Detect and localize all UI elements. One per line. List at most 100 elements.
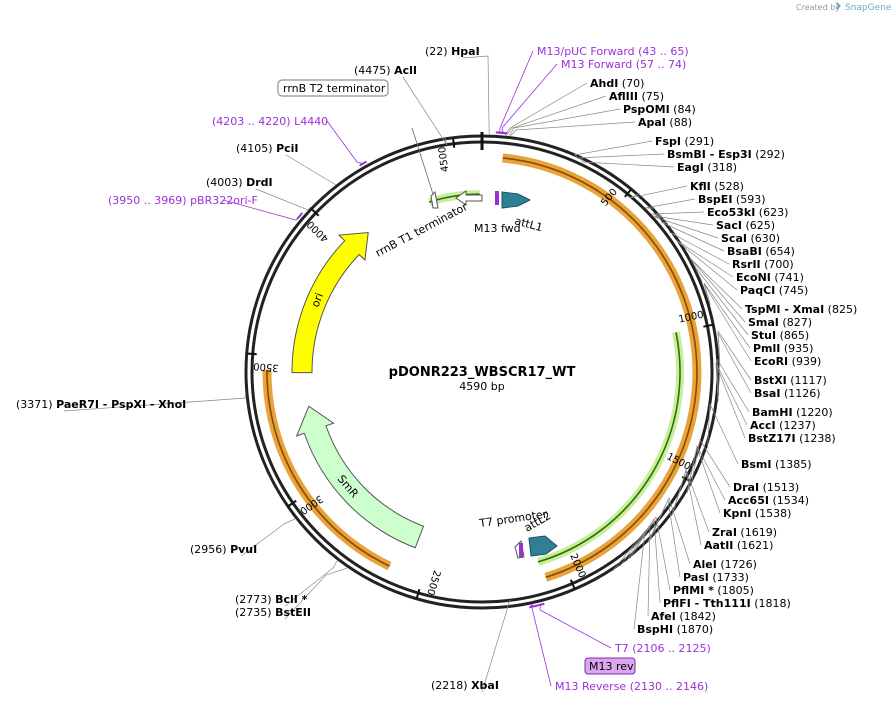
- restriction-site-label[interactable]: ApaI (88): [638, 116, 692, 129]
- site-leader-line: [574, 152, 665, 159]
- restriction-site-label[interactable]: BamHI (1220): [752, 406, 833, 419]
- restriction-site-label[interactable]: PmlI (935): [753, 342, 813, 355]
- m13-rev-box[interactable]: M13 rev: [584, 657, 636, 675]
- restriction-site-label[interactable]: (2218) XbaI: [431, 679, 499, 692]
- restriction-site-label[interactable]: (2956) PvuI: [190, 543, 257, 556]
- brand-text: SnapGene: [845, 3, 892, 13]
- site-leader-line: [462, 55, 490, 135]
- restriction-site-label[interactable]: BsaI (1126): [754, 387, 821, 400]
- primer-label[interactable]: M13 Reverse (2130 .. 2146): [555, 680, 708, 693]
- restriction-site-label[interactable]: Eco53kI (623): [707, 206, 788, 219]
- restriction-site-label[interactable]: SacI (625): [716, 219, 775, 232]
- restriction-site-label[interactable]: AatII (1621): [704, 539, 773, 552]
- credit-text: Created by: [796, 3, 840, 12]
- attl2-marker[interactable]: [528, 535, 558, 557]
- site-position: (1385): [772, 458, 812, 471]
- restriction-site-label[interactable]: AccI (1237): [750, 419, 816, 432]
- restriction-site-label[interactable]: (2735) BstEII: [235, 606, 311, 619]
- site-name: TspMI - XmaI: [745, 303, 824, 316]
- restriction-site-label[interactable]: AflIII (75): [609, 90, 664, 103]
- restriction-site-label[interactable]: (3371) PaeR7I - PspXI - XhoI: [16, 398, 186, 411]
- site-leader-line: [717, 329, 752, 381]
- restriction-site-label[interactable]: KflI (528): [690, 180, 744, 193]
- primer-label[interactable]: M13 Forward (57 .. 74): [561, 58, 686, 71]
- site-name: KflI: [690, 180, 711, 193]
- site-name: AfeI: [651, 610, 676, 623]
- restriction-site-label[interactable]: BspEI (593): [698, 193, 766, 206]
- restriction-site-label[interactable]: (4475) AclI: [354, 64, 417, 77]
- restriction-site-label[interactable]: Acc65I (1534): [728, 494, 809, 507]
- smr-feature[interactable]: [295, 405, 425, 549]
- restriction-site-label[interactable]: BsmI (1385): [741, 458, 812, 471]
- tick-mark: [569, 579, 576, 590]
- restriction-site-label[interactable]: DraI (1513): [733, 481, 799, 494]
- restriction-site-label[interactable]: (2773) BclI *: [235, 593, 308, 606]
- site-position: (84): [670, 103, 696, 116]
- restriction-site-label[interactable]: (22) HpaI: [425, 45, 480, 58]
- site-position: (292): [752, 148, 785, 161]
- primer-range: (2106 .. 2125): [632, 642, 711, 655]
- restriction-site-label[interactable]: PspOMI (84): [623, 103, 696, 116]
- restriction-site-label[interactable]: PflFI - Tth111I (1818): [663, 597, 791, 610]
- restriction-site-label[interactable]: EcoNI (741): [736, 271, 804, 284]
- primer-name: M13/pUC Forward: [537, 45, 638, 58]
- site-leader-line: [629, 516, 671, 591]
- site-position: (700): [761, 258, 794, 271]
- primer-label[interactable]: T7 (2106 .. 2125): [614, 642, 711, 655]
- primer-label[interactable]: M13/pUC Forward (43 .. 65): [537, 45, 689, 58]
- restriction-site-label[interactable]: BsaBI (654): [727, 245, 795, 258]
- site-name: AflIII: [609, 90, 638, 103]
- restriction-site-label[interactable]: ScaI (630): [721, 232, 780, 245]
- restriction-site-label[interactable]: AhdI (70): [590, 77, 644, 90]
- restriction-site-label[interactable]: SmaI (827): [748, 316, 812, 329]
- ori-feature[interactable]: [291, 231, 369, 374]
- restriction-site-label[interactable]: (4003) DrdI: [206, 176, 273, 189]
- site-position: (4105): [236, 142, 276, 155]
- restriction-site-label[interactable]: BstXI (1117): [754, 374, 827, 387]
- restriction-site-label[interactable]: KpnI (1538): [723, 507, 791, 520]
- attl1-marker[interactable]: [501, 191, 532, 209]
- site-position: (623): [755, 206, 788, 219]
- tick-label: 2500: [424, 569, 442, 597]
- restriction-site-label[interactable]: PflMI * (1805): [673, 584, 754, 597]
- site-position: (1805): [714, 584, 754, 597]
- restriction-site-label[interactable]: AfeI (1842): [651, 610, 716, 623]
- site-position: (1870): [673, 623, 713, 636]
- primer-name: L4440: [294, 115, 328, 128]
- site-position: (935): [780, 342, 813, 355]
- restriction-site-label[interactable]: EagI (318): [677, 161, 737, 174]
- site-leader-line: [686, 445, 721, 514]
- restriction-site-label[interactable]: FspI (291): [655, 135, 714, 148]
- site-name: AclI: [394, 64, 417, 77]
- restriction-site-label[interactable]: ZraI (1619): [712, 526, 777, 539]
- restriction-site-label[interactable]: EcoRI (939): [754, 355, 821, 368]
- restriction-site-label[interactable]: TspMI - XmaI (825): [745, 303, 857, 316]
- m13-fwd-marker[interactable]: [495, 191, 499, 205]
- restriction-site-label[interactable]: RsrII (700): [732, 258, 794, 271]
- restriction-site-label[interactable]: PaqCI (745): [740, 284, 808, 297]
- site-leader-line: [703, 283, 752, 362]
- restriction-site-label[interactable]: StuI (865): [751, 329, 809, 342]
- tick-label: 4500: [437, 146, 451, 173]
- feature-arc-orange-left-core: [266, 369, 390, 567]
- primer-mark: [296, 212, 304, 220]
- primer-label[interactable]: (4203 .. 4220) L4440: [212, 115, 328, 128]
- site-name: DrdI: [246, 176, 273, 189]
- tick-mark: [415, 588, 421, 600]
- rrnb-t1-terminator-marker[interactable]: [455, 190, 483, 206]
- primer-label[interactable]: (3950 .. 3969) pBR322ori-F: [108, 194, 258, 207]
- site-position: (2218): [431, 679, 471, 692]
- restriction-site-label[interactable]: (4105) PciI: [236, 142, 299, 155]
- site-leader-line: [573, 140, 653, 156]
- feature-arc-green-top-core: [428, 193, 480, 203]
- site-position: (1126): [780, 387, 820, 400]
- restriction-site-label[interactable]: BsmBI - Esp3I (292): [667, 148, 785, 161]
- site-name: PflMI *: [673, 584, 714, 597]
- restriction-site-label[interactable]: PasI (1733): [683, 571, 749, 584]
- site-position: (3371): [16, 398, 56, 411]
- restriction-site-label[interactable]: AleI (1726): [693, 558, 757, 571]
- site-leader-line: [715, 363, 746, 439]
- m13-rev-marker[interactable]: [519, 543, 523, 557]
- restriction-site-label[interactable]: BspHI (1870): [637, 623, 713, 636]
- restriction-site-label[interactable]: BstZ17I (1238): [748, 432, 836, 445]
